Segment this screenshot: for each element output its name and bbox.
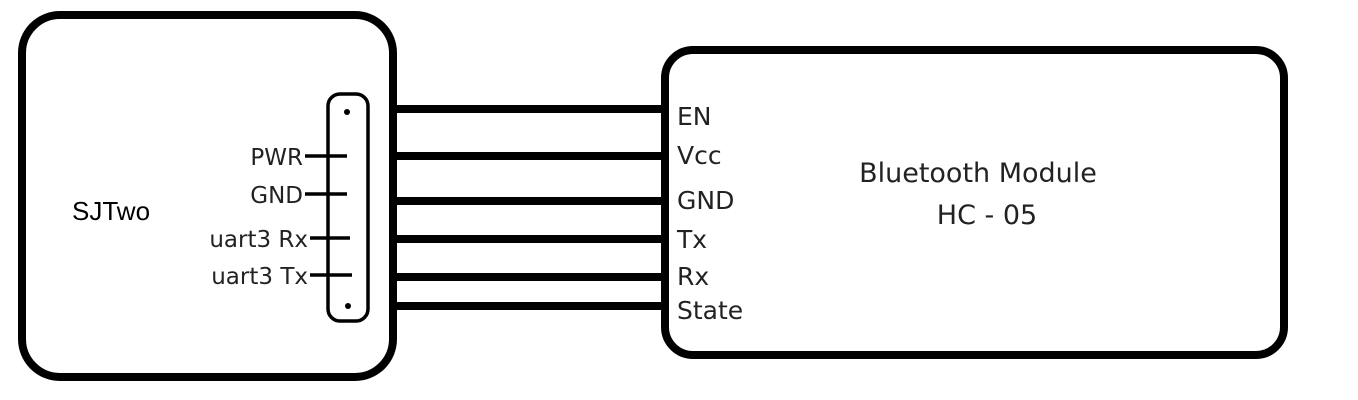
sjtwo-board bbox=[18, 11, 397, 381]
hc05-pin-rx: Rx bbox=[677, 262, 709, 291]
sjtwo-pin-pwr: PWR bbox=[250, 145, 303, 171]
sjtwo-pin-uart3-tx: uart3 Tx bbox=[211, 264, 308, 290]
hc05-pin-tx: Tx bbox=[676, 225, 707, 254]
hc05-pin-gnd: GND bbox=[677, 186, 734, 215]
sjtwo-pin-uart3-rx: uart3 Rx bbox=[209, 227, 308, 253]
sjtwo-connector bbox=[326, 92, 370, 323]
hc05-title-line2: HC - 05 bbox=[937, 200, 1037, 231]
hc05-pin-state: State bbox=[677, 296, 743, 325]
hc05-pin-vcc: Vcc bbox=[677, 141, 722, 170]
sjtwo-pin-gnd: GND bbox=[250, 183, 303, 209]
hc05-module bbox=[661, 46, 1288, 359]
sjtwo-title: SJTwo bbox=[72, 196, 150, 226]
connector-screw-top bbox=[344, 109, 350, 115]
hc05-title-line1: Bluetooth Module bbox=[859, 158, 1097, 189]
connector-screw-bottom bbox=[345, 303, 351, 309]
hc05-pin-en: EN bbox=[677, 102, 712, 131]
